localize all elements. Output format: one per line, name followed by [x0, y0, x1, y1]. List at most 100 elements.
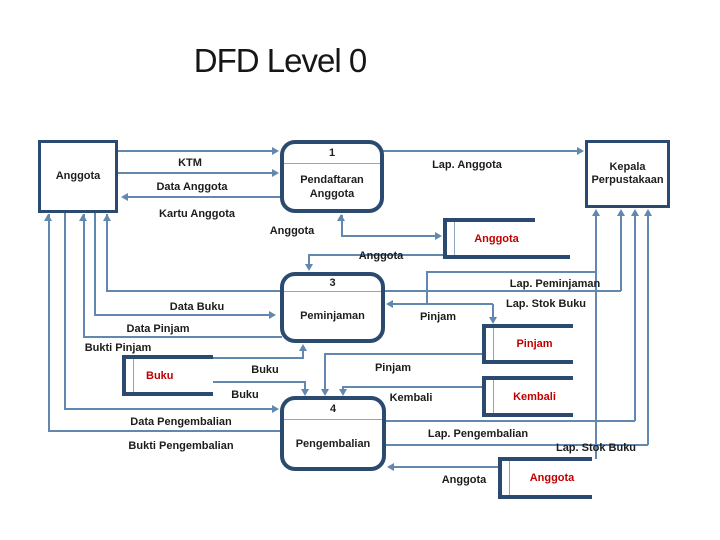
datastore-edge [443, 218, 447, 259]
flow-label-data-buku: Data Buku [169, 301, 225, 313]
flow-line-buku-to-p3 [213, 357, 303, 359]
flow-line-data-pengembalian [64, 408, 273, 410]
flow-line-kembali-to-p4 [342, 386, 482, 388]
arrowhead-left [386, 300, 393, 308]
datastore-buku: Buku [122, 355, 213, 396]
flow-line-bukti-pengembalian [48, 214, 50, 431]
arrowhead-right [272, 169, 279, 177]
entity-anggota: Anggota [38, 140, 118, 213]
arrowhead-down [321, 389, 329, 396]
flow-line-p1-to-store [341, 215, 343, 236]
arrowhead-right [272, 147, 279, 155]
flow-line-p3-to-anggota [106, 290, 280, 292]
arrowhead-up [592, 209, 600, 216]
arrowhead-down [489, 317, 497, 324]
flow-line-data-buku [94, 213, 96, 316]
process-4-name: Pengembalian [295, 437, 371, 450]
entity-kepala-perpustakaan: Kepala Perpustakaan [585, 140, 670, 208]
flow-line-lap-stok-buku-1 [595, 211, 597, 459]
process-1-number: 1 [284, 144, 380, 164]
datastore-divider [133, 359, 134, 392]
arrowhead-up [103, 214, 111, 221]
datastore-anggota-1-label: Anggota [474, 232, 519, 245]
arrowhead-left [121, 193, 128, 201]
flow-line-p3-to-anggota [106, 214, 108, 292]
flow-line-store-to-p3 [308, 255, 310, 266]
flow-line-bukti-pinjam [83, 336, 282, 338]
datastore-edge [482, 324, 486, 364]
arrowhead-up [299, 344, 307, 351]
entity-anggota-label: Anggota [55, 170, 101, 182]
arrowhead-left [387, 463, 394, 471]
flow-line-pinjam-to-p4 [324, 354, 326, 390]
flow-line-bukti-pengembalian [48, 430, 280, 432]
arrowhead-up [44, 214, 52, 221]
flow-label-anggota-p3: Anggota [358, 250, 404, 262]
flow-label-lap-anggota: Lap. Anggota [432, 159, 502, 171]
flow-line-lap-pengembalian [386, 420, 635, 422]
flow-line-lap-stok-buku-2 [647, 211, 649, 445]
process-3-peminjaman: 3 Peminjaman [280, 272, 385, 343]
flow-label-kembali-p4: Kembali [389, 392, 433, 404]
datastore-edge [498, 457, 592, 461]
flow-line-buku-to-p4 [304, 381, 306, 391]
flow-line-lap-peminjaman [385, 290, 621, 292]
flow-label-data-anggota: Data Anggota [156, 181, 228, 193]
flow-line-kartu-anggota [127, 196, 280, 198]
flow-line-lap-peminjaman [620, 211, 622, 291]
process-4-pengembalian: 4 Pengembalian [280, 396, 386, 471]
flow-line-pinjam-p3 [492, 304, 494, 318]
arrowhead-up [337, 214, 345, 221]
arrowhead-up [644, 209, 652, 216]
datastore-edge [443, 218, 535, 222]
flow-label-lap-pengembalian: Lap. Pengembalian [427, 428, 529, 440]
datastore-edge [498, 495, 592, 499]
flow-line-ktm [118, 150, 274, 152]
flow-line-lap-stok-buku-2 [386, 444, 648, 446]
flow-line-data-anggota [118, 172, 274, 174]
flow-label-ktm: KTM [178, 157, 202, 169]
process-3-name: Peminjaman [300, 309, 365, 322]
flow-line-lap-stok-buku-1 [426, 271, 596, 273]
datastore-pinjam-label: Pinjam [516, 338, 553, 350]
process-1-pendaftaran-anggota: 1 Pendaftaran Anggota [280, 140, 384, 213]
datastore-anggota-1: Anggota [443, 218, 570, 259]
arrowhead-down [305, 264, 313, 271]
flow-label-bukti-pengembalian: Bukti Pengembalian [128, 440, 234, 452]
datastore-pinjam: Pinjam [482, 324, 573, 364]
datastore-buku-label: Buku [146, 369, 174, 382]
datastore-edge [482, 360, 573, 364]
flow-line-data-pengembalian [64, 213, 66, 409]
datastore-divider [454, 222, 455, 255]
arrowhead-down [301, 389, 309, 396]
datastore-edge [122, 392, 213, 396]
datastore-divider [509, 461, 510, 495]
datastore-divider [493, 328, 494, 360]
datastore-kembali: Kembali [482, 376, 573, 417]
flow-label-buku-p4: Buku [231, 389, 259, 401]
flow-label-lap-stok-buku-2: Lap. Stok Buku [555, 442, 637, 454]
arrowhead-right [272, 405, 279, 413]
datastore-anggota-2: Anggota [498, 457, 592, 499]
datastore-edge [482, 413, 573, 417]
flow-label-pinjam-p4: Pinjam [374, 362, 412, 374]
flow-line-pinjam-to-p4 [324, 353, 482, 355]
flow-label-lap-stok-buku-1: Lap. Stok Buku [505, 298, 587, 310]
datastore-edge [482, 376, 486, 417]
process-3-number: 3 [284, 276, 381, 292]
flow-label-pinjam-p3: Pinjam [419, 311, 457, 323]
process-4-number: 4 [284, 400, 382, 420]
datastore-edge [122, 355, 126, 396]
flow-line-bukti-pinjam [83, 214, 85, 338]
datastore-edge [122, 355, 213, 359]
flow-line-anggota-store-to-p4 [393, 466, 498, 468]
datastore-edge [482, 324, 573, 328]
flow-label-anggota-p1: Anggota [269, 225, 315, 237]
arrowhead-up [617, 209, 625, 216]
flow-line-lap-stok-buku-1 [426, 272, 428, 304]
flow-label-anggota-p4: Anggota [441, 474, 487, 486]
flow-line-lap-anggota [383, 150, 579, 152]
process-1-name: Pendaftaran Anggota [300, 173, 364, 200]
datastore-edge [498, 457, 502, 499]
